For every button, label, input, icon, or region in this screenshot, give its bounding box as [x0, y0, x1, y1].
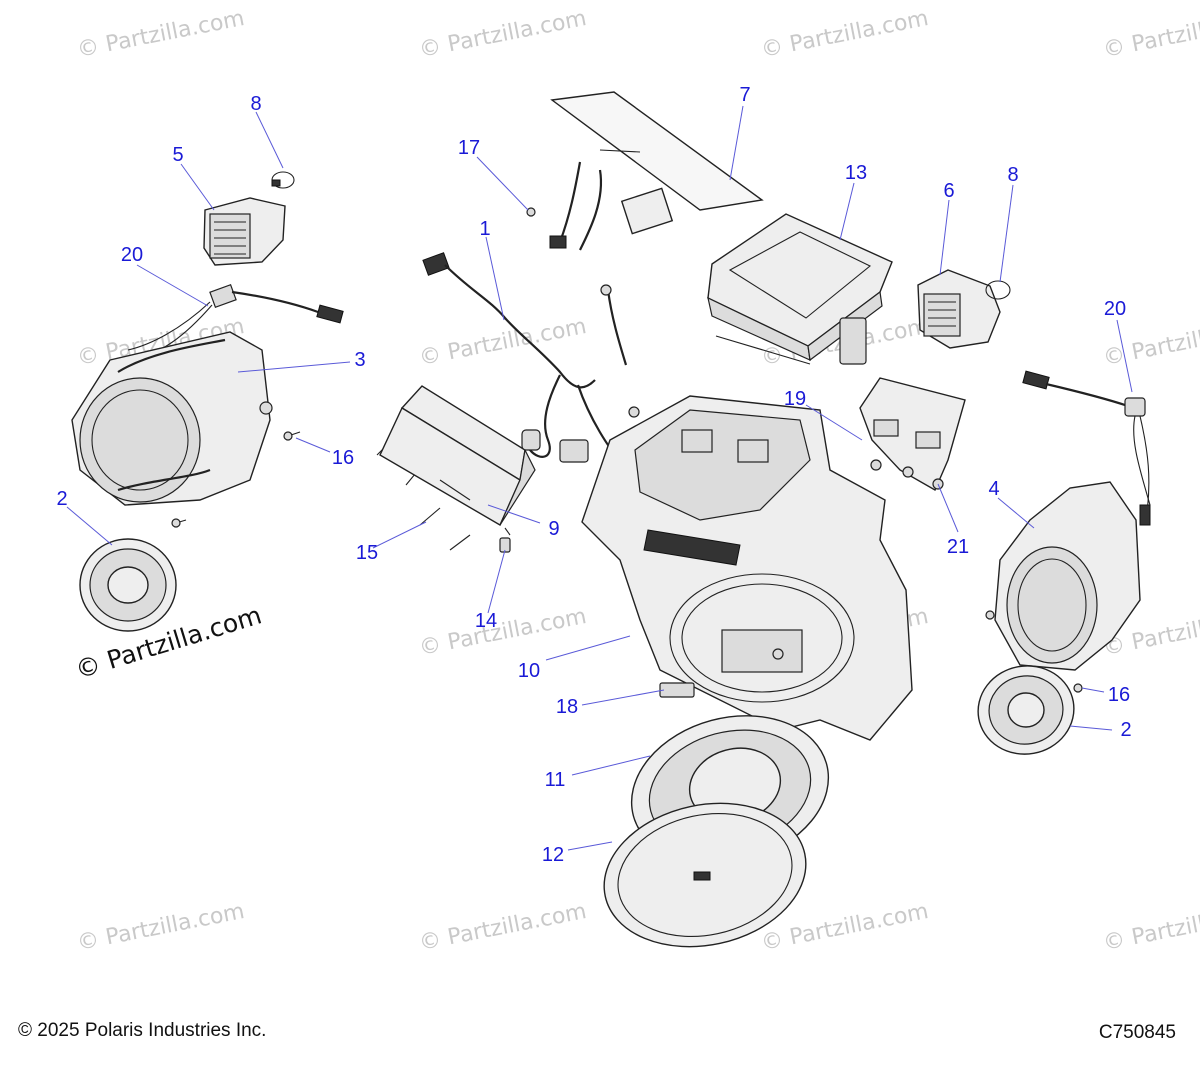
callout-11: 11: [544, 769, 566, 791]
fuse-harness: [549, 149, 674, 251]
part-13-amplifier: [707, 213, 893, 365]
part-8-clamp: [271, 171, 295, 189]
callout-19: 19: [783, 388, 807, 410]
callout-8: 8: [1007, 164, 1019, 186]
callout-5: 5: [172, 144, 184, 166]
part-4-speaker-pod: [994, 481, 1141, 671]
callout-16: 16: [331, 447, 355, 469]
callout-13: 13: [844, 162, 868, 184]
callout-1: 1: [479, 218, 491, 240]
callout-16: 16: [1107, 684, 1131, 706]
part-10-enclosure: [581, 395, 913, 741]
part-6-grille-cover: [917, 269, 1001, 349]
callout-4: 4: [988, 478, 1000, 500]
callout-18: 18: [555, 696, 579, 718]
part-3-speaker-pod: [71, 331, 273, 506]
callout-6: 6: [943, 180, 955, 202]
callout-21: 21: [946, 536, 970, 558]
screws-right: [985, 610, 1083, 693]
hardware-screws: [171, 431, 511, 553]
part-2-speaker: [977, 665, 1075, 755]
part-19-bracket: [859, 377, 966, 491]
callout-17: 17: [457, 137, 481, 159]
part-17-fastener: [526, 207, 536, 217]
diagram-id: C750845: [1098, 1022, 1176, 1043]
part-20-speaker-lead: [127, 283, 344, 361]
part-12-subwoofer-grille: [603, 802, 807, 948]
callout-10: 10: [517, 660, 541, 682]
part-2-speaker: [79, 538, 177, 632]
part-20-speaker-lead: [1022, 370, 1151, 526]
copyright-notice: © 2025 Polaris Industries Inc.: [18, 1020, 267, 1041]
callout-20: 20: [1103, 298, 1127, 320]
callout-14: 14: [474, 610, 498, 632]
part-21-screws: [870, 459, 944, 490]
callout-2: 2: [56, 488, 68, 510]
part-5-grille-cover: [203, 197, 286, 266]
callout-20: 20: [120, 244, 144, 266]
leader-lines: [66, 105, 1133, 851]
part-9-cover: [379, 385, 536, 526]
callout-2: 2: [1120, 719, 1132, 741]
callout-3: 3: [354, 349, 366, 371]
callout-7: 7: [739, 84, 751, 106]
callout-8: 8: [250, 93, 262, 115]
part-8-clamp: [985, 280, 1011, 300]
part-18-clip: [659, 682, 695, 698]
part-7-film-sheet: [550, 91, 764, 211]
callout-9: 9: [548, 518, 560, 540]
callout-12: 12: [541, 844, 565, 866]
callout-15: 15: [355, 542, 379, 564]
